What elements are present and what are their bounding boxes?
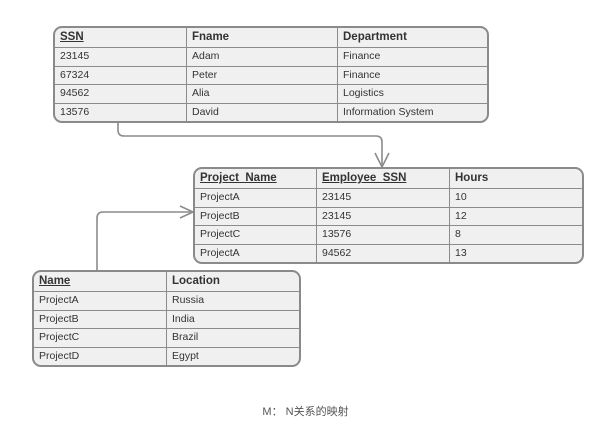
table-row: ProjectC Brazil: [34, 328, 299, 347]
column-header-employee-ssn: Employee_SSN: [316, 169, 449, 188]
column-header-department: Department: [337, 28, 487, 47]
cell-employee-ssn: 13576: [316, 226, 449, 244]
figure-caption: M： N关系的映射: [262, 406, 349, 418]
cell-name: ProjectB: [39, 312, 79, 325]
cell-fname: David: [186, 103, 337, 121]
cell-hours: 8: [449, 226, 582, 244]
table-row: ProjectA Russia: [34, 291, 299, 310]
employee-to-assignment-arrow: [117, 122, 383, 166]
column-header-project-name: Project_Name: [200, 172, 277, 184]
cell-fname: Alia: [186, 85, 337, 103]
employee-table: SSN Fname Department 23145 Adam Finance …: [53, 26, 489, 123]
assignment-header-row: Project_Name Employee_SSN Hours: [195, 169, 582, 188]
cell-department: Logistics: [337, 85, 487, 103]
cell-hours: 12: [449, 207, 582, 225]
cell-ssn: 67324: [60, 68, 90, 81]
cell-department: Finance: [337, 66, 487, 84]
table-row: ProjectD Egypt: [34, 346, 299, 365]
table-row: ProjectB 23145 12: [195, 206, 582, 225]
cell-name: ProjectC: [39, 331, 80, 343]
cell-name: ProjectD: [39, 349, 80, 362]
cell-project-name: ProjectA: [200, 246, 240, 259]
cell-fname: Adam: [186, 48, 337, 66]
table-row: ProjectC 13576 8: [195, 225, 582, 244]
table-row: 67324 Peter Finance: [55, 65, 487, 84]
cell-project-name: ProjectA: [200, 191, 240, 203]
cell-location: India: [166, 310, 299, 328]
table-row: ProjectA 94562 13: [195, 243, 582, 262]
cell-location: Egypt: [166, 347, 299, 365]
project-table: Name Location ProjectA Russia ProjectB I…: [32, 270, 301, 367]
table-row: 23145 Adam Finance: [55, 47, 487, 66]
cell-project-name: ProjectC: [200, 228, 241, 240]
cell-name: ProjectA: [39, 294, 79, 306]
column-header-location: Location: [166, 272, 299, 291]
project-header-row: Name Location: [34, 272, 299, 291]
table-row: ProjectB India: [34, 309, 299, 328]
column-header-ssn: SSN: [60, 31, 84, 43]
cell-ssn: 23145: [60, 50, 90, 62]
cell-employee-ssn: 23145: [316, 207, 449, 225]
cell-department: Finance: [337, 48, 487, 66]
cell-ssn: 13576: [60, 105, 90, 118]
column-header-hours: Hours: [449, 169, 582, 188]
cell-location: Brazil: [166, 329, 299, 347]
cell-employee-ssn: 94562: [316, 244, 449, 262]
cell-hours: 13: [449, 244, 582, 262]
column-header-fname: Fname: [186, 28, 337, 47]
project-to-assignment-arrow: [96, 211, 192, 270]
column-header-name: Name: [39, 275, 71, 287]
employee-header-row: SSN Fname Department: [55, 28, 487, 47]
cell-department: Information System: [337, 103, 487, 121]
cell-hours: 10: [449, 189, 582, 207]
cell-employee-ssn: 23145: [316, 189, 449, 207]
table-row: ProjectA 23145 10: [195, 188, 582, 207]
table-row: 94562 Alia Logistics: [55, 84, 487, 103]
cell-project-name: ProjectB: [200, 209, 240, 222]
cell-fname: Peter: [186, 66, 337, 84]
assignment-table: Project_Name Employee_SSN Hours ProjectA…: [193, 167, 584, 264]
cell-location: Russia: [166, 292, 299, 310]
cell-ssn: 94562: [60, 87, 90, 99]
table-row: 13576 David Information System: [55, 102, 487, 121]
